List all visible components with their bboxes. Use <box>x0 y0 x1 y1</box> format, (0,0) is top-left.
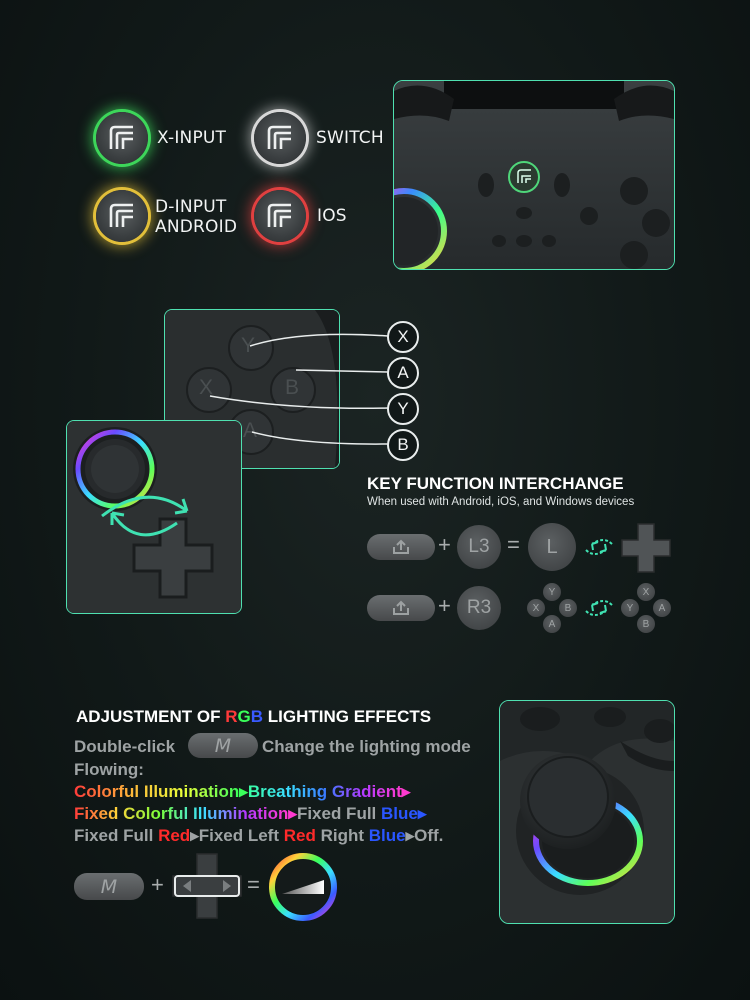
equals-sign-combo: = <box>247 872 260 897</box>
abxy-right-right: A <box>653 599 671 617</box>
face-button-bottom: A <box>243 419 258 442</box>
gamesir-logo-icon <box>109 125 133 149</box>
share-key-row1 <box>367 534 435 560</box>
abxy-left-bottom: A <box>543 615 561 633</box>
colorful-illumination-text: Colorful Illumination <box>74 782 240 801</box>
controller-closeup-illustration <box>500 701 674 923</box>
controller-closeup-photo <box>499 700 675 924</box>
blue-word: Blue <box>381 804 418 823</box>
mapping-label-x: X <box>387 321 419 353</box>
swap-arrows-icon <box>585 600 613 616</box>
fixed-colorful-text: Fixed Colorful Illumination <box>74 804 289 823</box>
mode-label-dinput: D-INPUT ANDROID <box>155 197 238 237</box>
face-button-top: Y <box>241 334 256 357</box>
mapping-label-y: Y <box>387 393 419 425</box>
equals-sign: = <box>507 532 520 557</box>
red-word: Red <box>283 826 316 845</box>
fixed-full-text: Fixed Full <box>74 826 159 845</box>
abxy-left-top: Y <box>543 583 561 601</box>
abxy-right-bottom: B <box>637 615 655 633</box>
mode-badge-switch <box>254 112 306 164</box>
fixed-full-text: Fixed Full <box>296 804 381 823</box>
arrow-glyph: ▸ <box>417 804 427 823</box>
plus-sign-combo: + <box>151 872 164 897</box>
abxy-left-right: B <box>559 599 577 617</box>
red-word: Red <box>158 826 191 845</box>
face-button-right: B <box>285 376 300 399</box>
gamesir-logo-icon <box>267 125 291 149</box>
mapping-label-a: A <box>387 357 419 389</box>
rgb-title-pre: ADJUSTMENT OF <box>76 707 226 726</box>
share-key-row2 <box>367 595 435 621</box>
share-icon <box>393 539 409 554</box>
mode-label-switch: SWITCH <box>316 128 384 148</box>
flowing-label: Flowing: <box>74 760 144 779</box>
joystick-dpad-illustration <box>67 421 241 613</box>
mode-sequence-line3: Fixed Full Red▸Fixed Left Red Right Blue… <box>74 826 443 846</box>
m-key-label: M <box>100 875 118 898</box>
plus-sign-row1: + <box>438 532 451 557</box>
abxy-left-left: X <box>527 599 545 617</box>
swap-arrows-icon <box>585 539 613 555</box>
controller-top-photo <box>393 80 675 270</box>
mode-badge-dinput <box>96 190 148 242</box>
fixed-left-text: ▸Fixed Left <box>190 826 284 845</box>
mode-badge-xinput <box>96 112 148 164</box>
rgb-title-g: G <box>237 707 251 726</box>
l3-key: L3 <box>457 525 501 569</box>
off-text: ▸Off. <box>405 826 444 845</box>
rgb-title-post: LIGHTING EFFECTS <box>263 707 432 726</box>
mode-badge-ios <box>254 190 306 242</box>
blue-word: Blue <box>368 826 406 845</box>
dpad-icon <box>621 523 671 573</box>
m-key-combo: M <box>74 873 144 900</box>
brightness-ring-icon <box>269 853 337 921</box>
mode-sequence-line2: Fixed Colorful Illumination▸Fixed Full B… <box>74 804 426 824</box>
arrow-glyph: ▸ <box>288 804 297 823</box>
joystick-dpad-panel <box>66 420 242 614</box>
rgb-title: ADJUSTMENT OF RGB LIGHTING EFFECTS <box>76 707 431 727</box>
right-text: Right <box>315 826 369 845</box>
rgb-title-r: R <box>225 707 238 726</box>
change-mode-text: Change the lighting mode <box>262 737 471 756</box>
abxy-right-top: X <box>637 583 655 601</box>
arrow-glyph: ▸ <box>239 782 248 801</box>
arrow-glyph: ▸ <box>401 782 411 801</box>
mapping-label-b: B <box>387 429 419 461</box>
controller-top-illustration <box>394 81 674 269</box>
r3-key: R3 <box>457 586 501 630</box>
interchange-title: KEY FUNCTION INTERCHANGE <box>367 474 624 493</box>
breathing-gradient-text: Breathing Gradient <box>247 782 402 801</box>
m-key: M <box>188 733 258 758</box>
m-key-label: M <box>214 734 232 757</box>
double-click-text: Double-click <box>74 737 176 756</box>
gamesir-logo-icon <box>267 203 291 227</box>
mode-label-xinput: X-INPUT <box>157 128 227 148</box>
mode-label-ios: IOS <box>317 206 347 226</box>
dpad-left-right-icon <box>172 853 242 919</box>
face-button-left: X <box>199 376 214 399</box>
mode-sequence-line1: Colorful Illumination▸Breathing Gradient… <box>74 782 410 802</box>
abxy-right-left: Y <box>621 599 639 617</box>
share-icon <box>393 600 409 615</box>
gamesir-logo-icon <box>109 203 133 227</box>
l-stick-key: L <box>528 523 576 571</box>
rgb-title-b: B <box>250 707 264 726</box>
plus-sign-row2: + <box>438 593 451 618</box>
interchange-subtitle: When used with Android, iOS, and Windows… <box>367 496 635 508</box>
